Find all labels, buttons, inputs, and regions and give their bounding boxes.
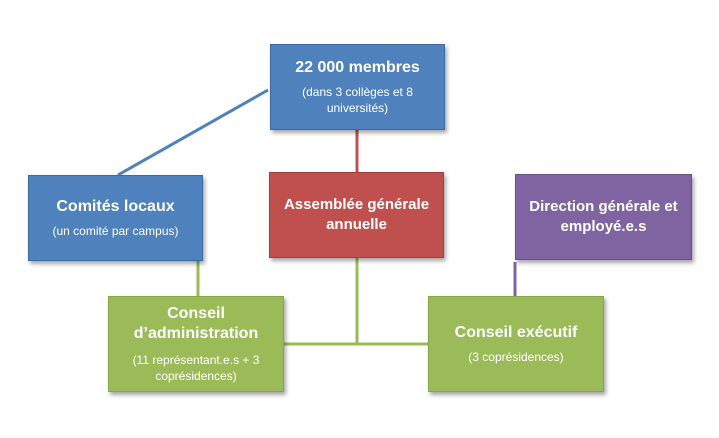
connector-members-committees (117, 88, 269, 177)
members-node: 22 000 membres (dans 3 collèges et 8 uni… (270, 44, 445, 130)
direction-node: Direction générale et employé.e.s (515, 174, 692, 260)
local-committees-subtitle: (un comité par campus) (52, 224, 179, 238)
board-title: Conseil d’administration (133, 305, 259, 342)
executive-title: Conseil exécutif (454, 324, 578, 341)
general-assembly-node: Assemblée générale annuelle (269, 172, 444, 258)
board-subtitle: (11 représentant.e.s + 3 coprésidences) (132, 353, 260, 383)
local-committees-node: Comités locaux (un comité par campus) (28, 175, 203, 261)
general-assembly-title: Assemblée générale annuelle (283, 196, 430, 233)
local-committees-title: Comités locaux (56, 198, 175, 215)
members-subtitle: (dans 3 collèges et 8 universités) (302, 85, 413, 115)
board-node: Conseil d’administration (11 représentan… (108, 296, 284, 392)
executive-node: Conseil exécutif (3 coprésidences) (428, 296, 604, 392)
direction-title: Direction générale et employé.e.s (529, 198, 678, 235)
executive-subtitle: (3 coprésidences) (468, 350, 564, 364)
members-title: 22 000 membres (295, 59, 420, 76)
